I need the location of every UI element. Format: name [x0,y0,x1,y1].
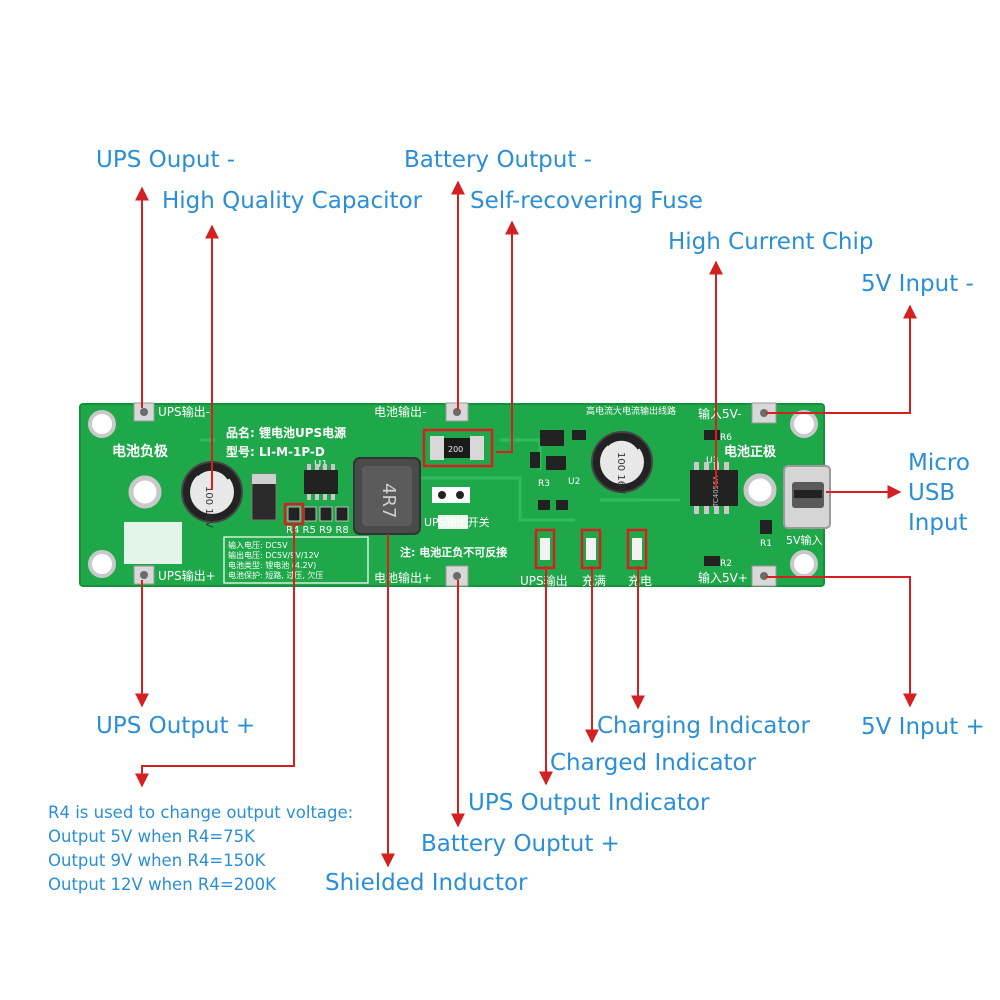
label-ups-output-indicator: UPS Output Indicator [468,790,710,816]
label-micro-usb-line2: USB [908,480,956,506]
silk-led-ups: UPS输出 [520,573,568,588]
capacitor-left: 100 16V [181,461,243,528]
micro-usb-port [783,465,831,529]
svg-text:TC4056A: TC4056A [712,475,720,508]
silk-spec-4: 电池保护: 短路, 过压, 欠压 [228,570,323,580]
svg-text:100 16V: 100 16V [615,452,626,494]
label-shielded-inductor: Shielded Inductor [325,870,528,896]
silk-product-name: 品名: 锂电池UPS电源 [226,425,346,440]
svg-text:4R7: 4R7 [378,483,399,518]
silk-u3: U3 [706,456,718,466]
silk-led-charge: 充电 [628,573,652,588]
label-battery-output-plus: Battery Ouptut + [421,831,620,857]
label-micro-usb-line1: Micro [908,450,970,476]
svg-text:200: 200 [448,445,463,454]
silk-model: 型号: LI-M-1P-D [226,444,325,459]
silk-r6: R6 [720,433,732,443]
svg-text:100 16V: 100 16V [203,486,214,528]
silk-spec-3: 电池类型: 锂电池 (4.2V) [228,560,316,570]
silk-bat-out-minus: 电池输出- [374,404,426,419]
note-line-1: R4 is used to change output voltage: [48,803,354,822]
label-fuse: Self-recovering Fuse [470,188,703,214]
label-micro-usb-line3: Input [908,510,968,536]
note-line-4: Output 12V when R4=200K [48,875,276,894]
high-current-chip: TC4056A [690,462,738,514]
silk-high-current: 高电流大电流输出线路 [586,405,676,417]
silk-r1: R1 [760,539,772,549]
silk-u2: U2 [568,477,580,487]
silk-5v-in-plus: 输入5V+ [698,570,748,585]
silk-spec-2: 输出电压: DC5V/9V/12V [228,550,320,560]
silk-usb-input: 5V输入 [786,533,823,547]
note-line-3: Output 9V when R4=150K [48,851,266,870]
fuse-component: 200 [422,428,494,468]
silk-ups-out-plus: UPS输出+ [158,568,216,583]
label-ups-output-plus: UPS Output + [96,713,256,739]
label-high-current-chip: High Current Chip [668,229,874,255]
silk-spec-1: 输入电压: DC5V [228,540,288,550]
qr-code-block [124,522,182,564]
pcb-board: UPS输出- 电池负极 品名: 锂电池UPS电源 型号: LI-M-1P-D 电… [79,402,831,588]
label-5v-input-plus: 5V Input + [861,714,985,740]
silk-led-full: 充满 [582,573,606,588]
shielded-inductor: 4R7 [353,457,421,535]
silk-u1: U1 [314,459,328,470]
mounting-holes [88,410,818,578]
label-capacitor: High Quality Capacitor [162,188,423,214]
note-line-2: Output 5V when R4=75K [48,827,255,846]
label-charged-indicator: Charged Indicator [550,750,757,776]
silk-battery-positive: 电池正极 [724,444,777,460]
silk-ups-out-minus: UPS输出- [158,404,210,419]
silk-polarity-note: 注: 电池正负不可反接 [400,545,507,559]
capacitor-right: 100 16V [591,431,653,494]
silk-bat-out-plus: 电池输出+ [374,570,432,585]
silk-resistor-labels: R4 R5 R9 R8 [286,525,349,536]
silk-5v-in-minus: 输入5V- [698,406,741,421]
label-ups-output-minus: UPS Ouput - [96,147,236,173]
chip-u1 [304,464,338,500]
silk-r3: R3 [538,479,550,489]
label-5v-input-minus: 5V Input - [861,271,974,297]
label-charging-indicator: Charging Indicator [597,713,810,739]
silk-battery-negative: 电池负极 [112,443,169,460]
callout-arrows [135,180,917,868]
label-battery-output-minus: Battery Output - [404,147,592,173]
silk-r2: R2 [720,559,732,569]
